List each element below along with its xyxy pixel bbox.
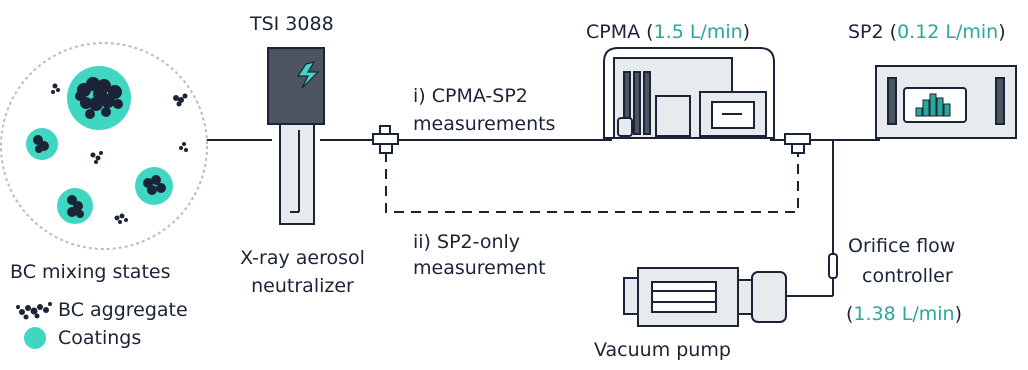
sp2-instrument <box>875 65 1017 139</box>
x-ray-bolt-icon <box>296 61 320 89</box>
path-ii-label-line1: ii) SP2-only <box>413 231 521 253</box>
neutralizer <box>267 47 325 225</box>
sp2-histogram-icon <box>915 93 951 117</box>
coating-legend-icon <box>24 327 46 349</box>
sp2-only-bypass-line <box>385 152 799 213</box>
orifice-label-line2: controller <box>862 265 953 287</box>
cpma-label: CPMA (1.5 L/min) <box>586 21 751 43</box>
coatings-legend-label: Coatings <box>58 327 142 349</box>
orifice-controller <box>828 253 838 279</box>
cpma-flow-rate: 1.5 L/min <box>653 21 743 43</box>
tsi-3088-label: TSI 3088 <box>250 13 334 35</box>
neutralizer-head <box>267 47 325 125</box>
valve-right <box>784 133 811 154</box>
orifice-label-line1: Orifice flow <box>848 235 956 257</box>
valve-left <box>372 125 399 154</box>
orifice-flow-rate: 1.38 L/min <box>853 303 955 325</box>
path-i-label-line1: i) CPMA-SP2 <box>413 85 528 107</box>
path-ii-label-line2: measurement <box>413 257 546 279</box>
sp2-flow-rate: 0.12 L/min <box>897 21 999 43</box>
vacuum-pump <box>623 267 787 327</box>
large-bc-aggregate <box>75 77 123 119</box>
sp2-label: SP2 (0.12 L/min) <box>848 21 1006 43</box>
bare-aggregates <box>51 83 188 224</box>
neutralizer-label-line2: neutralizer <box>251 275 354 297</box>
path-i-label-line2: measurements <box>413 113 556 135</box>
neutralizer-label-line1: X-ray aerosol <box>240 247 365 269</box>
neutralizer-body <box>279 123 315 225</box>
bc-aggregate-legend-icon <box>16 302 52 320</box>
orifice-flow-label: (1.38 L/min) <box>846 303 963 325</box>
vacuum-pump-label: Vacuum pump <box>594 339 731 361</box>
bc-aggregate-legend-label: BC aggregate <box>58 299 188 321</box>
mixing-states-circle <box>0 42 208 250</box>
cpma-instrument <box>603 47 775 139</box>
bc-mixing-states-label: BC mixing states <box>10 261 171 283</box>
